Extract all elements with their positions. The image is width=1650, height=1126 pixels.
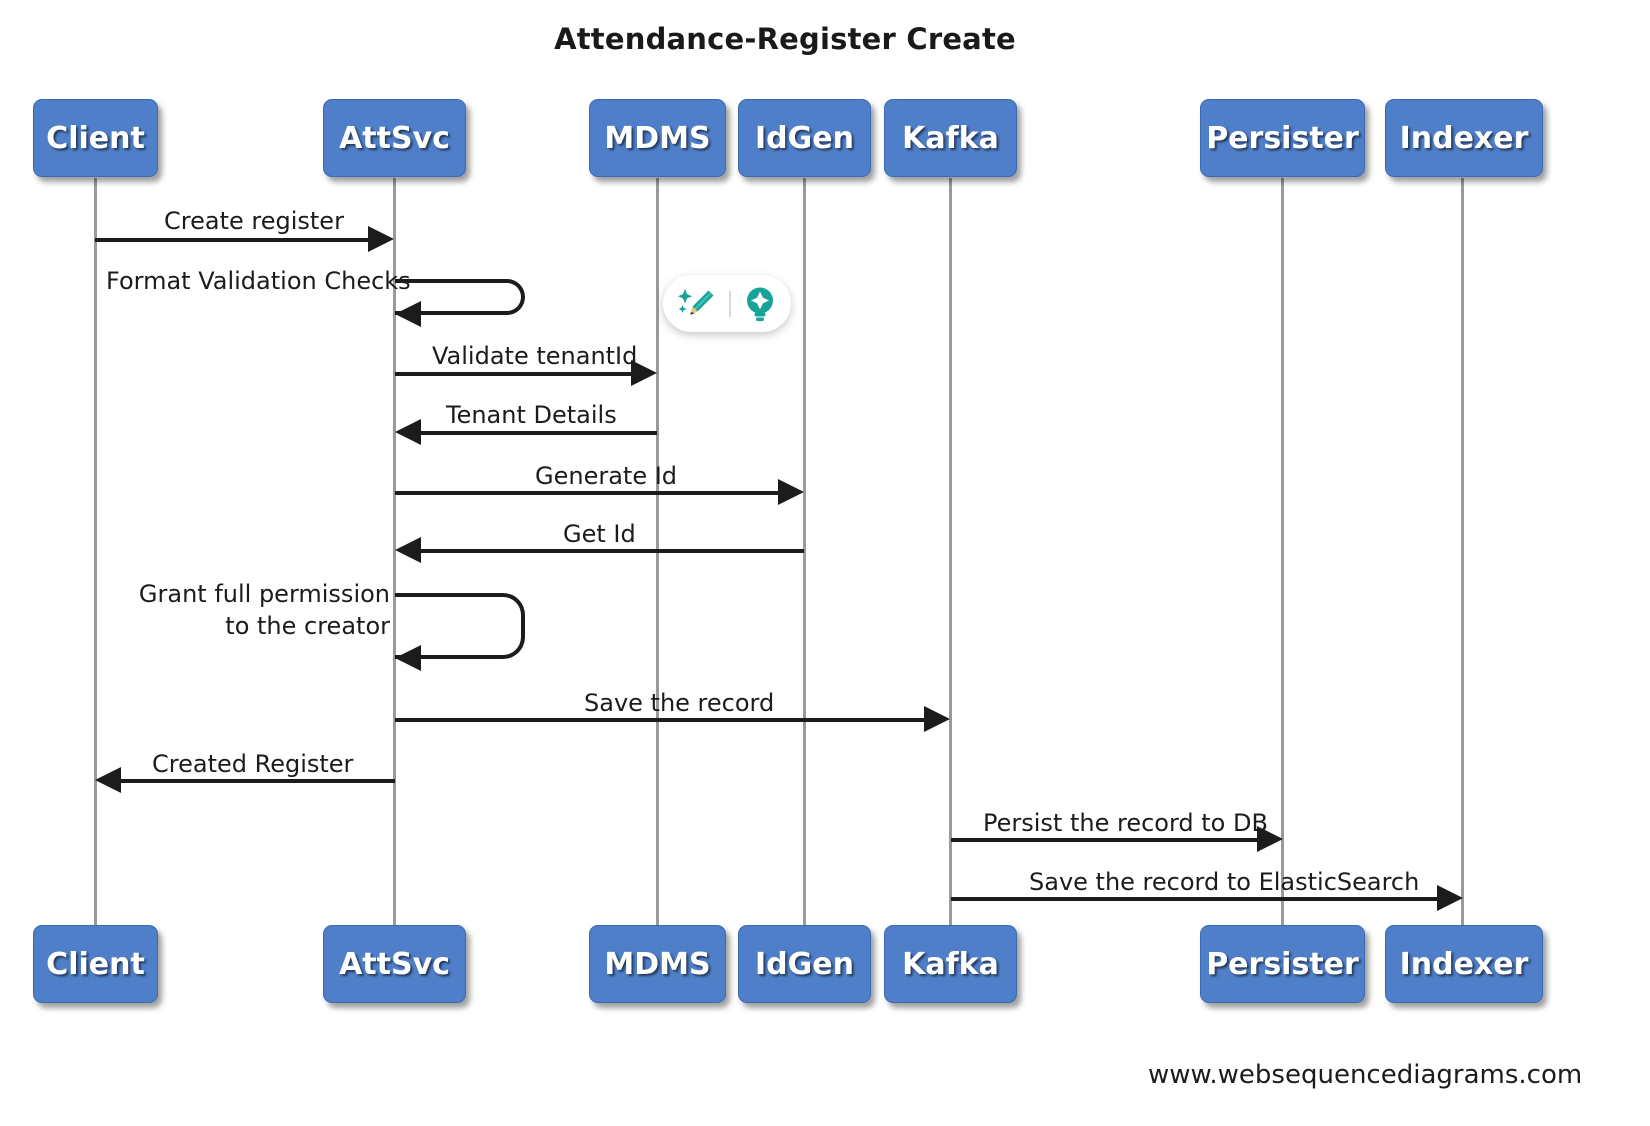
ai-toolbar-pill[interactable] [663,275,791,332]
actor-box-kafka-bottom[interactable]: Kafka [884,925,1017,1003]
actor-box-indexer-top[interactable]: Indexer [1385,99,1543,177]
actor-box-client-top[interactable]: Client [33,99,158,177]
message-line-save-record-to-es [951,897,1439,901]
message-line-validate-tenantid [395,372,633,376]
arrowhead-save-record-to-es [1437,885,1463,911]
message-label-create-register: Create register [164,207,344,235]
message-label-save-record-to-es: Save the record to ElasticSearch [1029,868,1420,896]
arrowhead-persist-record-to-db [1257,826,1283,852]
actor-box-attsvc-top[interactable]: AttSvc [323,99,466,177]
actor-label: Persister [1206,946,1359,982]
arrowhead-create-register [368,226,394,252]
actor-label: AttSvc [339,120,450,156]
message-label-tenant-details: Tenant Details [446,401,617,429]
message-label-grant-permission: Grant full permission to the creator [100,579,390,642]
message-label-format-validation: Format Validation Checks [106,267,411,295]
arrowhead-save-the-record [924,706,950,732]
message-line-tenant-details [420,431,657,435]
actor-label: Indexer [1399,946,1529,982]
lifeline-indexer [1461,178,1464,926]
message-label-get-id: Get Id [563,520,636,548]
actor-label: Kafka [902,120,999,156]
message-line-create-register [95,238,370,242]
message-label-validate-tenantid: Validate tenantId [432,342,638,370]
message-label-created-register: Created Register [152,750,354,778]
actor-box-kafka-top[interactable]: Kafka [884,99,1017,177]
actor-label: Persister [1206,120,1359,156]
actor-box-idgen-bottom[interactable]: IdGen [738,925,871,1003]
magic-pencil-icon[interactable] [677,285,717,323]
actor-box-client-bottom[interactable]: Client [33,925,158,1003]
actor-label: Client [46,946,145,982]
message-line-created-register [120,779,395,783]
message-line-get-id [420,549,804,553]
page-title: Attendance-Register Create [554,22,1016,56]
actor-label: IdGen [755,120,854,156]
actor-box-mdms-bottom[interactable]: MDMS [589,925,726,1003]
actor-box-persister-bottom[interactable]: Persister [1200,925,1365,1003]
actor-label: MDMS [604,120,711,156]
lifeline-kafka [949,178,952,926]
actor-label: Kafka [902,946,999,982]
arrowhead-grant-permission [395,645,421,671]
arrowhead-validate-tenantid [631,360,657,386]
arrowhead-format-validation [395,301,421,327]
actor-box-idgen-top[interactable]: IdGen [738,99,871,177]
lightbulb-idea-icon[interactable] [743,285,777,323]
actor-label: IdGen [755,946,854,982]
selfloop-grant-permission [395,593,525,659]
lifeline-persister [1281,178,1284,926]
selfloop-format-validation [395,279,525,315]
footer-watermark: www.websequencediagrams.com [1148,1060,1583,1090]
lifeline-idgen [803,178,806,926]
message-label-line-2: to the creator [225,611,390,640]
message-label-generate-id: Generate Id [535,462,678,490]
toolbar-divider [729,290,731,317]
message-label-persist-record-to-db: Persist the record to DB [983,809,1268,837]
message-label-line-1: Grant full permission [138,580,390,608]
message-line-generate-id [395,491,780,495]
actor-box-indexer-bottom[interactable]: Indexer [1385,925,1543,1003]
arrowhead-created-register [95,767,121,793]
lifeline-attsvc [393,178,396,926]
actor-box-persister-top[interactable]: Persister [1200,99,1365,177]
actor-box-attsvc-bottom[interactable]: AttSvc [323,925,466,1003]
actor-box-mdms-top[interactable]: MDMS [589,99,726,177]
message-line-persist-record-to-db [951,838,1259,842]
message-label-save-the-record: Save the record [584,689,775,717]
actor-label: MDMS [604,946,711,982]
lifeline-client [94,178,97,926]
arrowhead-generate-id [778,479,804,505]
actor-label: AttSvc [339,946,450,982]
actor-label: Client [46,120,145,156]
arrowhead-get-id [395,537,421,563]
message-line-save-the-record [395,718,926,722]
arrowhead-tenant-details [395,419,421,445]
actor-label: Indexer [1399,120,1529,156]
